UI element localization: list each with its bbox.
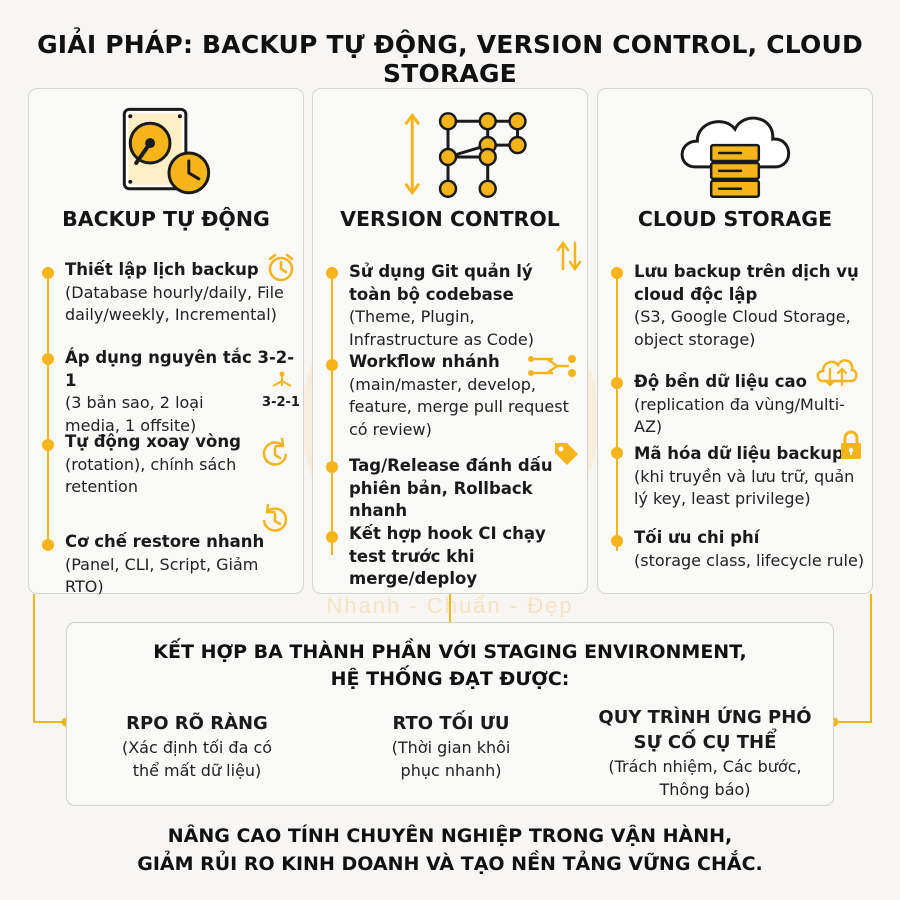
rotate-clock-icon (262, 437, 288, 466)
outcome-desc: (Xác định tối đa có (121, 738, 273, 757)
item-desc: (Database hourly/daily, File daily/weekl… (65, 282, 284, 325)
page-title: GIẢI PHÁP: BACKUP TỰ ĐỘNG, VERSION CONTR… (37, 30, 863, 88)
outcome-desc: thể mất dữ liệu) (132, 761, 262, 780)
card-rail (47, 267, 49, 549)
list-item: Mã hóa dữ liệu backup (khi truyền và lưu… (634, 443, 866, 511)
bullet-dot (611, 377, 623, 389)
bullet-dot (326, 531, 338, 543)
label-3-2-1: 3-2-1 (262, 395, 300, 410)
bullet-dot (42, 439, 54, 451)
item-head: Độ bền dữ liệu cao (634, 372, 807, 391)
outcome-title: RTO TỐI ƯU (392, 713, 510, 734)
bullet-dot (611, 267, 623, 279)
list-item: Tag/Release đánh dấu phiên bản, Rollback… (349, 455, 581, 523)
outcome-desc: (Thời gian khôi (391, 738, 511, 757)
item-head: Tự động xoay vòng (65, 432, 241, 451)
svg-text:Nhanh - Chuẩn - Đẹp: Nhanh - Chuẩn - Đẹp (326, 593, 573, 618)
item-desc: (Panel, CLI, Script, Giảm RTO) (65, 554, 259, 597)
item-desc: (storage class, lifecycle rule) (634, 550, 865, 570)
footer-statement: NÂNG CAO TÍNH CHUYÊN NGHIỆP TRONG VẬN HÀ… (0, 822, 900, 878)
item-head: Mã hóa dữ liệu backup (634, 444, 844, 463)
hard-drive-clock-icon (122, 107, 211, 195)
item-head: Cơ chế restore nhanh (65, 532, 265, 551)
item-head: Thiết lập lịch backup (65, 260, 259, 279)
outcome-desc: phục nhanh) (400, 761, 502, 780)
outcome-title: QUY TRÌNH ỨNG PHÓ (598, 707, 812, 728)
list-item: Thiết lập lịch backup (Database hourly/d… (65, 259, 297, 327)
branch-flow-icon (528, 355, 576, 377)
footer-line: NÂNG CAO TÍNH CHUYÊN NGHIỆP TRONG VẬN HÀ… (167, 825, 733, 847)
bullet-dot (611, 447, 623, 459)
item-head: Kết hợp hook CI chạy test trước khi merg… (349, 524, 546, 588)
cloud-server-icon (680, 116, 791, 198)
cloud-replication-icon (816, 359, 858, 387)
summary-heading: KẾT HỢP BA THÀNH PHẦN VỚI STAGING ENVIRO… (67, 639, 833, 693)
card-rail (331, 267, 333, 555)
list-item: Tối ưu chi phí (storage class, lifecycle… (634, 527, 866, 572)
outcome-desc: (Trách nhiệm, Các bước, (608, 757, 802, 776)
card-title-backup: BACKUP TỰ ĐỘNG (62, 207, 270, 231)
list-item: Cơ chế restore nhanh (Panel, CLI, Script… (65, 531, 297, 599)
bullet-dot (326, 267, 338, 279)
bullet-dot (611, 535, 623, 547)
item-head: Tag/Release đánh dấu phiên bản, Rollback… (349, 456, 553, 520)
bullet-dot (42, 267, 54, 279)
item-desc: (Theme, Plugin, Infrastructure as Code) (349, 307, 534, 349)
item-head: Lưu backup trên dịch vụ cloud độc lập (634, 262, 859, 304)
summary-box: KẾT HỢP BA THÀNH PHẦN VỚI STAGING ENVIRO… (66, 622, 834, 806)
lock-icon (841, 430, 861, 459)
git-branch-icon (404, 112, 527, 198)
footer-line: GIẢM RỦI RO KINH DOANH VÀ TẠO NỀN TẢNG V… (137, 853, 763, 875)
alarm-clock-icon (268, 253, 294, 282)
item-desc: (replication đa vùng/Multi-AZ) (634, 394, 845, 437)
card-title-version-control: VERSION CONTROL (340, 207, 560, 231)
card-backup: BACKUP TỰ ĐỘNG Thiết lập lịch backup (Da… (28, 88, 304, 596)
outcome-title: SỰ CỐ CỤ THỂ (633, 732, 777, 753)
list-item: Workflow nhánh (main/master, develop, fe… (349, 351, 581, 441)
item-desc: (main/master, develop, feature, merge pu… (349, 374, 569, 439)
tree-3-2-1-icon (272, 371, 292, 387)
list-item: Áp dụng nguyên tắc 3-2-1 (3 bản sao, 2 l… (65, 347, 297, 437)
item-head: Tối ưu chi phí (634, 528, 760, 547)
outcome-rto: RTO TỐI ƯU (Thời gian khôi phục nhanh) (351, 711, 551, 782)
card-cloud-storage: CLOUD STORAGE Lưu backup trên dịch vụ cl… (597, 88, 873, 594)
list-item: Độ bền dữ liệu cao (replication đa vùng/… (634, 371, 866, 439)
card-rail (616, 267, 618, 551)
list-item: Sử dụng Git quản lý toàn bộ codebase (Th… (349, 261, 569, 351)
outcome-rpo: RPO RÕ RÀNG (Xác định tối đa có thể mất … (97, 711, 297, 782)
item-head: Sử dụng Git quản lý toàn bộ codebase (349, 262, 533, 304)
outcome-title: RPO RÕ RÀNG (126, 713, 268, 734)
summary-heading-line: HỆ THỐNG ĐẠT ĐƯỢC: (330, 668, 570, 690)
item-desc: (khi truyền và lưu trữ, quản lý key, lea… (634, 466, 855, 509)
card-version-control: VERSION CONTROL Sử dụng Git quản lý toàn… (312, 88, 588, 594)
outcome-incident-process: QUY TRÌNH ỨNG PHÓ SỰ CỐ CỤ THỂ (Trách nh… (587, 705, 823, 801)
list-item: Tự động xoay vòng (rotation), chính sách… (65, 431, 297, 499)
item-head: Workflow nhánh (349, 352, 500, 371)
summary-heading-line: KẾT HỢP BA THÀNH PHẦN VỚI STAGING ENVIRO… (153, 641, 747, 663)
bullet-dot (326, 359, 338, 371)
outcome-desc: Thông báo) (659, 780, 751, 799)
swap-arrows-icon (556, 240, 582, 272)
item-desc: (3 bản sao, 2 loại media, 1 offsite) (65, 393, 204, 435)
restore-clock-icon (262, 503, 288, 532)
item-desc: (rotation), chính sách retention (65, 454, 237, 497)
card-title-cloud-storage: CLOUD STORAGE (637, 207, 833, 231)
bullet-dot (326, 461, 338, 473)
bullet-dot (42, 353, 54, 365)
tag-icon (555, 443, 578, 465)
list-item: Lưu backup trên dịch vụ cloud độc lập (S… (634, 261, 866, 351)
item-head: Áp dụng nguyên tắc 3-2-1 (65, 348, 295, 390)
bullet-dot (42, 539, 54, 551)
list-item: Kết hợp hook CI chạy test trước khi merg… (349, 523, 581, 591)
item-desc: (S3, Google Cloud Storage, object storag… (634, 307, 851, 349)
